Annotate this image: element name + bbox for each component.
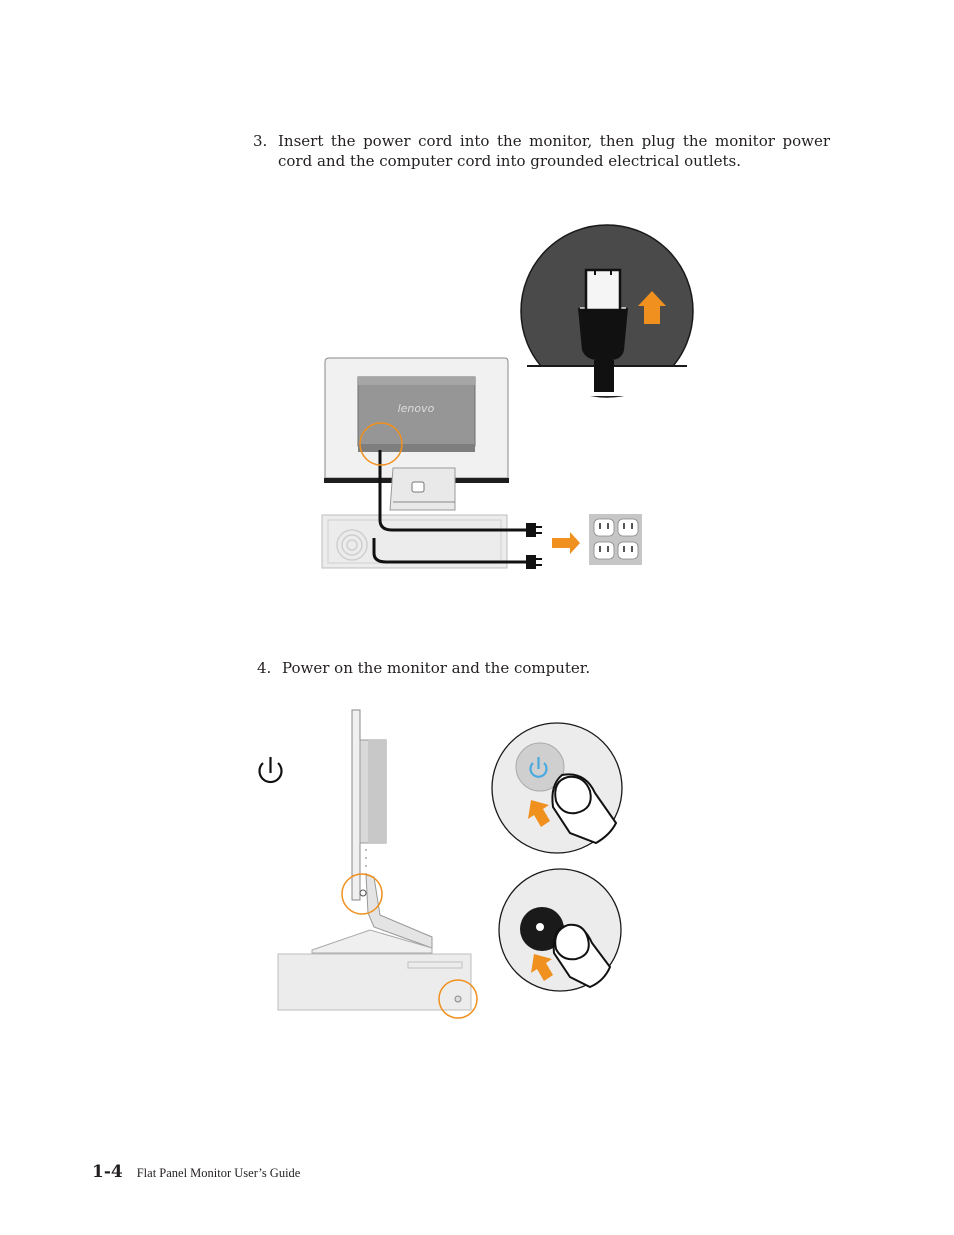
computer-front-view: [277, 953, 478, 1019]
arrow-right-icon: [552, 532, 580, 554]
power-cords: [372, 450, 542, 569]
power-on-illustration: [250, 705, 630, 1025]
page-number: 1-4: [92, 1162, 123, 1182]
power-plug-zoom-inset: [520, 224, 694, 398]
power-symbol-icon: [258, 757, 283, 784]
monitor-back: lenovo: [324, 357, 509, 511]
monitor-button-zoom-inset: [491, 722, 623, 854]
wall-outlet-icon: [589, 514, 642, 565]
monitor-power-icon: [529, 757, 548, 778]
step-3: 3. Insert the power cord into the monito…: [253, 131, 833, 173]
power-cord-illustration: lenovo: [318, 220, 698, 580]
arrow-up-icon: [531, 954, 553, 981]
computer-button-zoom-inset: [498, 868, 622, 992]
monitor-power-button-highlight: [341, 873, 383, 915]
computer-power-button-highlight: [438, 979, 478, 1019]
step-3-number: 3.: [253, 132, 268, 150]
computer-chassis: [321, 514, 508, 569]
step-3-text: Insert the power cord into the monitor, …: [278, 132, 830, 170]
arrow-up-icon: [528, 800, 550, 827]
step-4: 4. Power on the monitor and the computer…: [257, 658, 657, 680]
document-title: Flat Panel Monitor User’s Guide: [136, 1166, 301, 1180]
lenovo-logo: lenovo: [398, 402, 435, 415]
monitor-side-view: [311, 709, 433, 954]
connector-highlight-circle: [359, 422, 403, 466]
step-4-text: Power on the monitor and the computer.: [282, 659, 591, 677]
step-4-number: 4.: [257, 659, 272, 677]
arrow-up-icon: [638, 291, 666, 324]
page-footer: 1-4 Flat Panel Monitor User’s Guide: [92, 1162, 300, 1186]
